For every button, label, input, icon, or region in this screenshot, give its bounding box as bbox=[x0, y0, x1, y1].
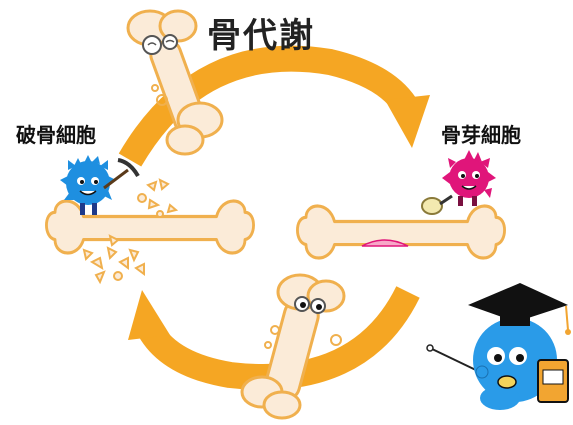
healthy-bone-character bbox=[240, 273, 346, 420]
osteoclast-label: 破骨細胞 bbox=[16, 123, 96, 147]
bone-fragments bbox=[82, 178, 179, 285]
tired-bone-character bbox=[126, 9, 224, 156]
osteoblast-label: 骨芽細胞 bbox=[441, 123, 521, 147]
resorbed-bone bbox=[44, 199, 256, 255]
cycle-arrow-bottom bbox=[128, 286, 420, 390]
forming-bone bbox=[295, 204, 507, 260]
osteoblast-cell-icon bbox=[421, 150, 496, 215]
professor-character bbox=[426, 283, 571, 410]
new-bone-patch bbox=[361, 239, 409, 247]
osteoclast-cell-icon bbox=[60, 155, 140, 215]
page-title: 骨代謝 bbox=[207, 16, 315, 56]
